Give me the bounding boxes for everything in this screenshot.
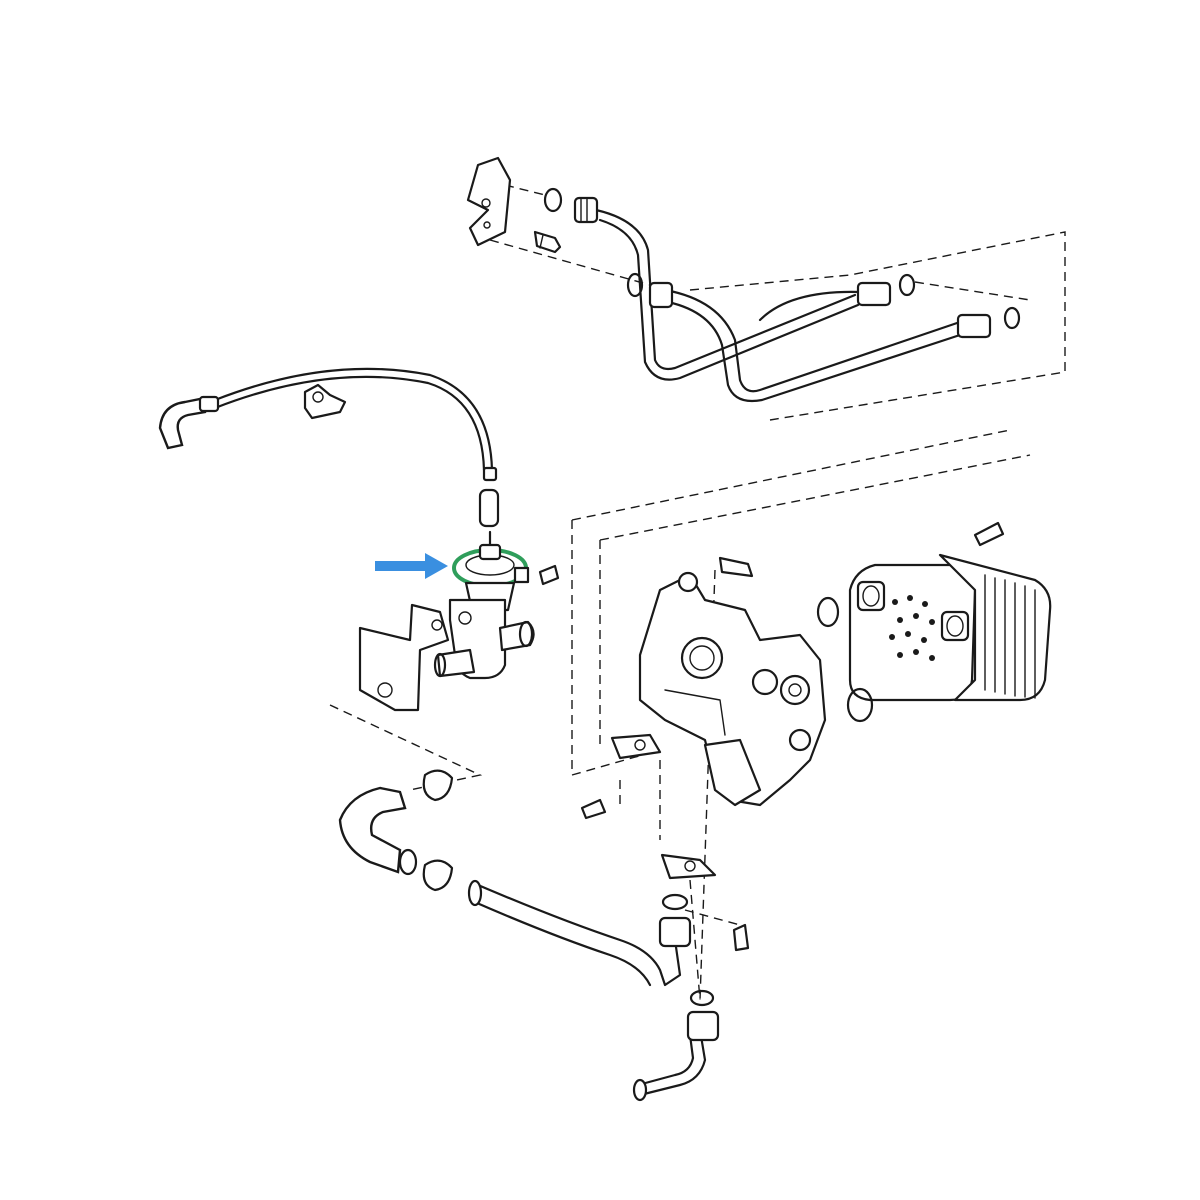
bolt-lower [580,798,607,820]
bolt-pipe [732,923,750,952]
oil-line-lower [663,288,962,393]
sealing-washer [846,687,874,723]
hose-clamp [422,859,454,892]
hose-elbow [158,396,207,450]
fitting-mid [648,281,674,309]
vacuum-hose [213,367,494,472]
sealing-washer [626,272,644,298]
sealing-washer [898,273,916,297]
sealing-washer [1003,306,1021,330]
vacuum-hose-assembly [158,367,500,528]
mounting-bracket-top [466,156,512,247]
mounting-clip [660,853,717,880]
upper-oil-line-assembly [466,156,1066,421]
hose-clamp [422,769,454,802]
bolt-top [533,230,562,254]
fitting-right-lower [956,313,992,339]
mounting-clip [610,733,662,760]
sealing-washer [661,893,689,911]
hose-connector [478,488,500,528]
sealing-washer [543,187,563,213]
sealing-washer [816,596,840,628]
sealing-washer [689,989,715,1007]
hose-clip [303,383,347,420]
oil-line-upper [594,208,857,371]
oil-cooler-assembly [329,429,1052,1001]
arrow-right-icon [375,553,448,579]
bolt-cooler [973,521,1005,547]
bolt-housing [718,556,754,578]
vacuum-diaphragm-valve[interactable] [358,530,560,712]
bolt-valve [538,564,560,586]
lower-coolant-assembly [338,769,750,1102]
oil-filter-housing [638,573,827,807]
coolant-hose [338,786,407,874]
fitting-right-upper [856,281,892,307]
coolant-outlet-pipe [638,1028,707,1097]
coolant-pipe [476,883,682,987]
fitting-top-left [573,196,599,224]
